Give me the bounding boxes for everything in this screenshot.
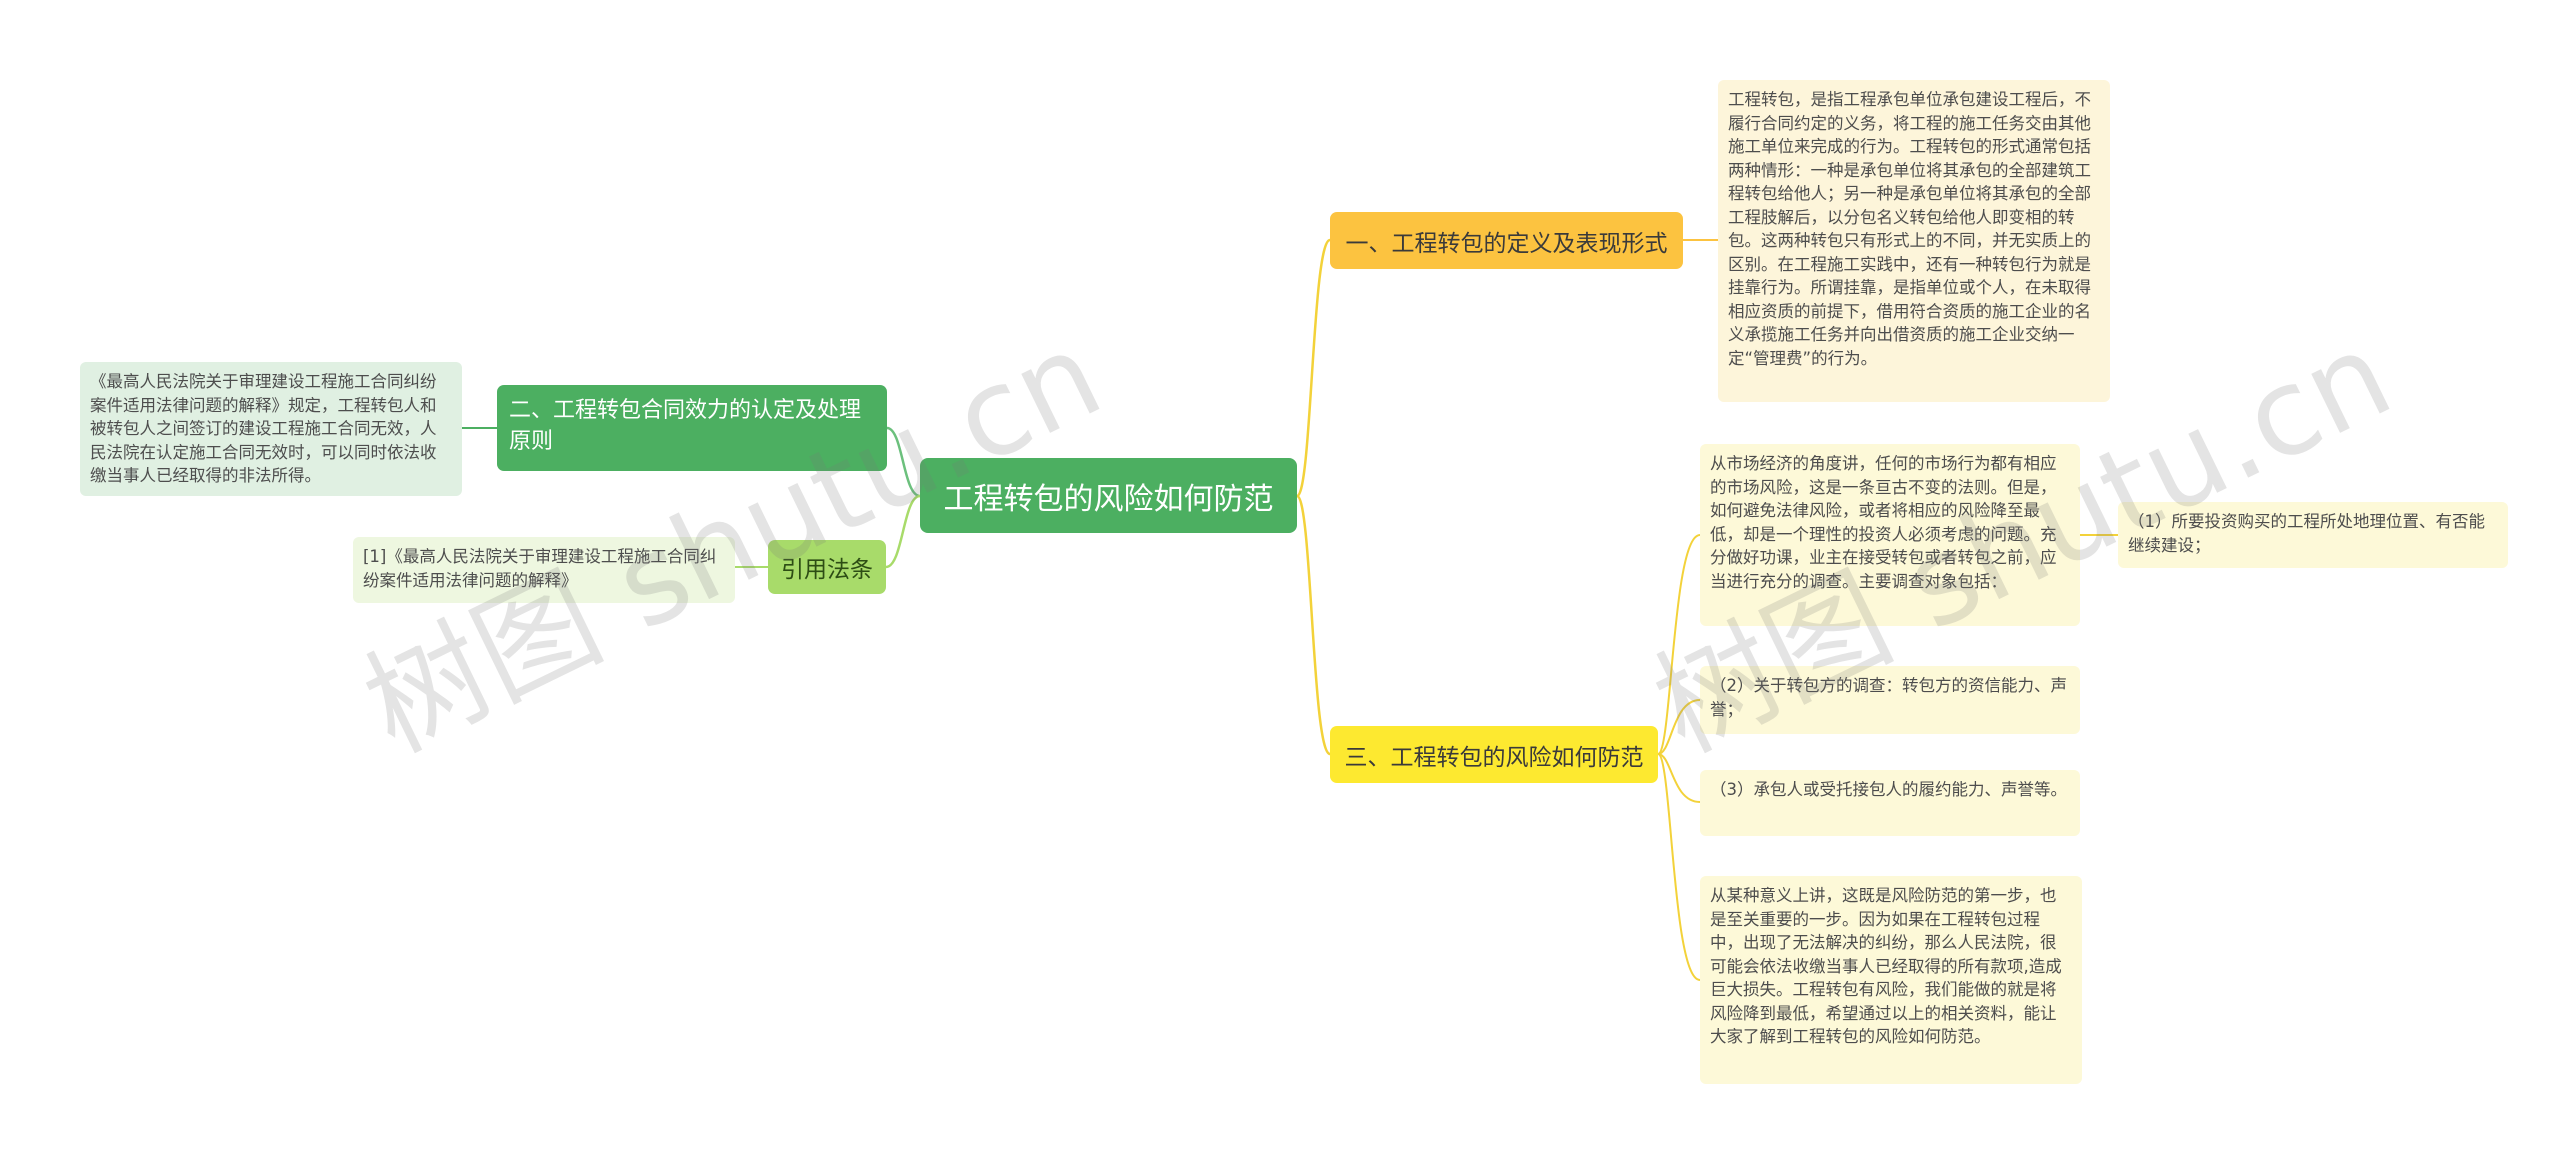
link-prevention-intro bbox=[1657, 534, 1701, 755]
prevention-intro-text: 从市场经济的角度讲，任何的市场行为都有相应的市场风险，这是一条亘古不变的法则。但… bbox=[1710, 454, 2057, 591]
definition-text-node[interactable]: 工程转包，是指工程承包单位承包建设工程后，不履行合同约定的义务，将工程的施工任务… bbox=[1718, 80, 2110, 402]
branch-validity[interactable]: 二、工程转包合同效力的认定及处理原则 bbox=[497, 385, 887, 471]
prevention-item3-node[interactable]: （3）承包人或受托接包人的履约能力、声誉等。 bbox=[1700, 770, 2080, 836]
prevention-item2-text: （2）关于转包方的调查：转包方的资信能力、声誉； bbox=[1710, 676, 2067, 719]
branch-definition-label: 一、工程转包的定义及表现形式 bbox=[1345, 230, 1668, 257]
prevention-conclusion-node[interactable]: 从某种意义上讲，这既是风险防范的第一步，也是至关重要的一步。因为如果在工程转包过… bbox=[1700, 876, 2082, 1084]
branch-prevention[interactable]: 三、工程转包的风险如何防范 bbox=[1330, 726, 1658, 783]
link-root-citation bbox=[885, 494, 921, 569]
branch-definition[interactable]: 一、工程转包的定义及表现形式 bbox=[1330, 212, 1683, 269]
prevention-item2-node[interactable]: （2）关于转包方的调查：转包方的资信能力、声誉； bbox=[1700, 666, 2080, 734]
root-topic[interactable]: 工程转包的风险如何防范 bbox=[920, 458, 1297, 533]
root-topic-label: 工程转包的风险如何防范 bbox=[943, 481, 1274, 517]
validity-text: 《最高人民法院关于审理建设工程施工合同纠纷案件适用法律问题的解释》规定，工程转包… bbox=[90, 372, 437, 485]
link-prevention-item2 bbox=[1657, 699, 1701, 755]
link-root-definition bbox=[1295, 238, 1332, 498]
link-prevention-conclusion bbox=[1657, 753, 1701, 981]
prevention-intro-node[interactable]: 从市场经济的角度讲，任何的市场行为都有相应的市场风险，这是一条亘古不变的法则。但… bbox=[1700, 444, 2080, 626]
branch-prevention-label: 三、工程转包的风险如何防范 bbox=[1344, 744, 1644, 771]
branch-citation[interactable]: 引用法条 bbox=[768, 540, 886, 594]
branch-validity-label: 二、工程转包合同效力的认定及处理原则 bbox=[509, 398, 862, 454]
link-root-prevention bbox=[1295, 494, 1332, 756]
link-root-validity bbox=[886, 426, 921, 498]
link-prevention-item3 bbox=[1657, 753, 1701, 803]
citation-text-node[interactable]: [1]《最高人民法院关于审理建设工程施工合同纠纷案件适用法律问题的解释》 bbox=[353, 537, 735, 603]
validity-text-node[interactable]: 《最高人民法院关于审理建设工程施工合同纠纷案件适用法律问题的解释》规定，工程转包… bbox=[80, 362, 462, 496]
prevention-item1-text: （1）所要投资购买的工程所处地理位置、有否能继续建设； bbox=[2128, 512, 2485, 555]
citation-text: [1]《最高人民法院关于审理建设工程施工合同纠纷案件适用法律问题的解释》 bbox=[363, 547, 717, 590]
branch-citation-label: 引用法条 bbox=[781, 557, 873, 583]
prevention-item1-node[interactable]: （1）所要投资购买的工程所处地理位置、有否能继续建设； bbox=[2118, 502, 2508, 568]
definition-text: 工程转包，是指工程承包单位承包建设工程后，不履行合同约定的义务，将工程的施工任务… bbox=[1728, 90, 2091, 368]
prevention-conclusion-text: 从某种意义上讲，这既是风险防范的第一步，也是至关重要的一步。因为如果在工程转包过… bbox=[1710, 886, 2062, 1046]
prevention-item3-text: （3）承包人或受托接包人的履约能力、声誉等。 bbox=[1710, 780, 2067, 799]
